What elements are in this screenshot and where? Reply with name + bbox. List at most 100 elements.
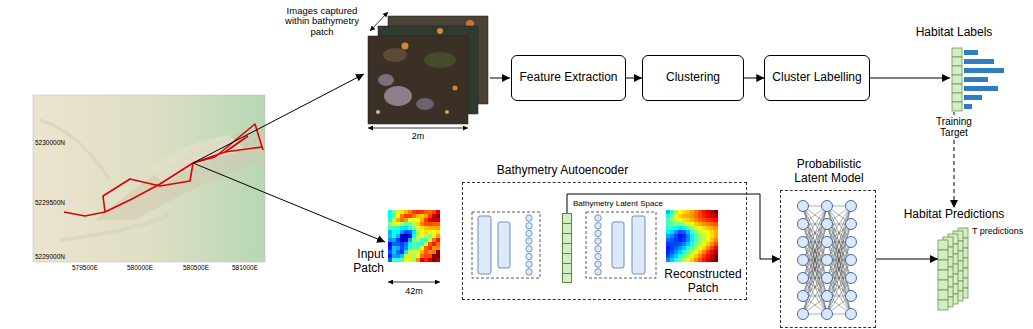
neuron (798, 273, 809, 284)
label-cell (952, 48, 962, 57)
heatmap-cell (698, 218, 702, 222)
heatmap-cell (404, 214, 408, 218)
image-detail (383, 48, 407, 62)
heatmap-cell (404, 246, 408, 250)
heatmap-cell (392, 210, 396, 214)
image-detail (416, 98, 434, 110)
heatmap-cell (706, 218, 710, 222)
axis-label: 579500E (72, 264, 98, 271)
prediction-stack: Habitat Predictions (938, 228, 970, 312)
heatmap-cell (416, 214, 420, 218)
heatmap-cell (388, 250, 392, 254)
heatmap-cell (424, 210, 428, 214)
node-heading: Bathymetry Autoencoder (497, 164, 628, 178)
heatmap-cell (436, 222, 440, 226)
axis-label: 5229000N (35, 253, 65, 260)
heatmap-cell (420, 250, 424, 254)
neuron (595, 238, 601, 244)
heatmap-cell (674, 218, 678, 222)
heatmap-cell (678, 242, 682, 246)
axis-label: 580000E (127, 264, 153, 271)
heatmap-cell (686, 222, 690, 226)
heatmap-cell (698, 246, 702, 250)
heatmap-cell (714, 246, 718, 250)
heatmap-cell (674, 230, 678, 234)
label-chart-node: Habitat Labels (950, 48, 1004, 112)
heatmap-cell (436, 258, 440, 262)
heatmap-cell (694, 242, 698, 246)
neuron (846, 309, 857, 320)
heatmap-cell (686, 242, 690, 246)
depth-arrow (370, 12, 388, 31)
axis-label: 580500E (183, 264, 209, 271)
heatmap-cell (682, 234, 686, 238)
heatmap-cell (682, 238, 686, 242)
heatmap-cell (706, 250, 710, 254)
heatmap-cell (408, 218, 412, 222)
heatmap-cell (388, 226, 392, 230)
heatmap-cell (432, 254, 436, 258)
heatmap-cell (702, 210, 706, 214)
heatmap-cell (408, 254, 412, 258)
heatmap-cell (710, 222, 714, 226)
map-ridge (95, 126, 265, 220)
neuron (526, 269, 532, 275)
image-detail (437, 28, 443, 34)
heatmap-cell (392, 258, 396, 262)
heatmap-cell (686, 246, 690, 250)
heatmap-cell (436, 234, 440, 238)
label-cell (952, 93, 962, 102)
heatmap-cell (428, 222, 432, 226)
axis-label: 5229500N (35, 199, 65, 206)
neuron (595, 261, 601, 267)
heatmap-cell (678, 234, 682, 238)
network-link (827, 260, 851, 314)
input-heatmap (388, 210, 440, 262)
heatmap-cell (388, 230, 392, 234)
heatmap-cell (396, 250, 400, 254)
heatmap-cell (424, 246, 428, 250)
heatmap-cell (396, 222, 400, 226)
heatmap-cell (678, 254, 682, 258)
heatmap-cell (392, 226, 396, 230)
heatmap-cell (392, 214, 396, 218)
heatmap-cell (404, 258, 408, 262)
heatmap-cell (424, 238, 428, 242)
heatmap-cell (710, 258, 714, 262)
heatmap-cell (432, 258, 436, 262)
heatmap-cell (698, 226, 702, 230)
heatmap-cell (420, 226, 424, 230)
heatmap-cell (714, 234, 718, 238)
heatmap-cell (714, 242, 718, 246)
prediction-column (938, 240, 948, 310)
heatmap-cell (408, 210, 412, 214)
heatmap-cell (706, 242, 710, 246)
connector-arrow (744, 78, 764, 79)
neuron (526, 223, 532, 229)
heatmap-cell (706, 246, 710, 250)
heatmap-cell (674, 214, 678, 218)
heatmap-cell (392, 218, 396, 222)
heatmap-cell (424, 254, 428, 258)
heatmap-cell (686, 218, 690, 222)
connector-arrow (567, 194, 780, 259)
heatmap-cell (702, 214, 706, 218)
neuron (822, 309, 833, 320)
heatmap-cell (396, 234, 400, 238)
heatmap-cell (682, 218, 686, 222)
heatmap-cell (432, 222, 436, 226)
heatmap-cell (682, 222, 686, 226)
heatmap-cell (420, 238, 424, 242)
heatmap-cell (670, 222, 674, 226)
label-cell (952, 57, 962, 66)
track-line (103, 163, 193, 212)
heatmap-cell (686, 230, 690, 234)
heatmap-cell (666, 250, 670, 254)
track-line (64, 147, 262, 216)
heatmap-cell (420, 242, 424, 246)
heatmap-cell (666, 238, 670, 242)
heatmap-cell (682, 258, 686, 262)
heatmap-cell (682, 210, 686, 214)
heatmap-cell (408, 214, 412, 218)
